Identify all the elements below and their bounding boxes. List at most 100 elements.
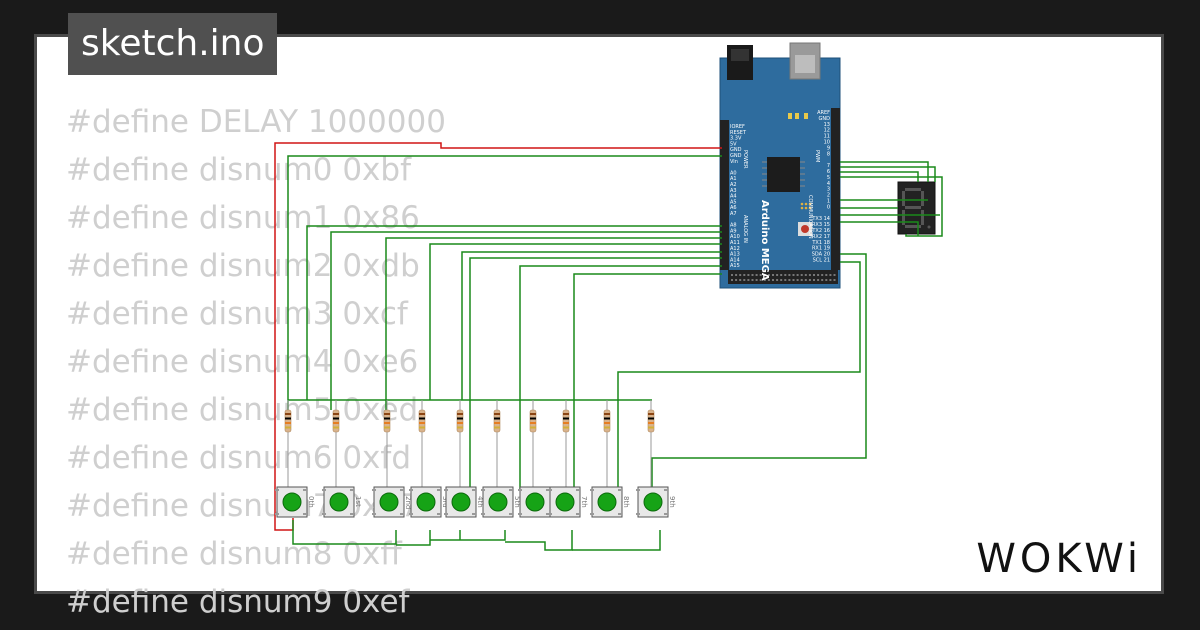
board-pin-label: A1 xyxy=(730,176,737,182)
wire[interactable] xyxy=(461,251,722,400)
board-pin-label: GND xyxy=(730,147,742,153)
wire[interactable] xyxy=(840,171,919,182)
resistor[interactable] xyxy=(383,400,391,490)
wire[interactable] xyxy=(840,176,943,237)
header-pin xyxy=(780,279,783,281)
wire[interactable] xyxy=(651,253,867,490)
resistor[interactable] xyxy=(332,400,340,490)
board-pin-label: A9 xyxy=(730,228,737,234)
header-pin xyxy=(743,274,746,276)
board-pin-label: A14 xyxy=(730,257,740,263)
l-led xyxy=(804,113,808,119)
header-pin xyxy=(731,274,733,276)
board-pin-label: IOREF xyxy=(730,124,745,130)
header-pin xyxy=(780,274,783,276)
wire[interactable] xyxy=(505,530,573,551)
board-pin-label: A12 xyxy=(730,246,740,252)
header-pin xyxy=(833,274,836,276)
header-pin xyxy=(751,279,754,281)
header-pin xyxy=(784,274,787,276)
wire[interactable] xyxy=(429,243,722,400)
header-pin xyxy=(833,279,836,281)
board-pin-label: A13 xyxy=(730,252,740,258)
board-pin-label: A10 xyxy=(730,234,740,240)
header-pin xyxy=(800,274,803,276)
board-pin-label: 3.3V xyxy=(730,136,742,142)
wire-5v[interactable] xyxy=(274,142,722,531)
wire[interactable] xyxy=(430,530,506,541)
code-line: #define disnum3 0xcf xyxy=(66,296,408,332)
right-pin-header xyxy=(831,108,840,270)
button-label: 1st xyxy=(354,496,362,507)
pushbutton-0th[interactable]: 0th xyxy=(275,486,315,518)
pushbutton-9th[interactable]: 9th xyxy=(636,486,676,518)
board-pin-label: Vin xyxy=(730,159,738,165)
header-pin xyxy=(772,274,774,276)
wire[interactable] xyxy=(469,257,722,490)
pushbutton-3rd[interactable]: 3rd xyxy=(409,486,449,518)
wire[interactable] xyxy=(519,265,722,490)
header-pin xyxy=(784,279,787,281)
button-label: 8th xyxy=(622,496,630,508)
pushbutton-4th[interactable]: 4th xyxy=(444,486,484,518)
board-pin-label: A4 xyxy=(730,194,737,200)
pushbutton-2nd[interactable]: 2nd xyxy=(372,486,412,518)
board-pin-label: 1 xyxy=(827,199,830,205)
pushbutton-8th[interactable]: 8th xyxy=(590,486,630,518)
wire[interactable] xyxy=(617,261,861,490)
header-pin xyxy=(796,279,799,281)
header-pin xyxy=(813,279,815,281)
pwm-section-label: PWM xyxy=(814,150,820,162)
pushbutton-5th[interactable]: 5th xyxy=(481,486,521,518)
arduino-mega-board[interactable]: Arduino MEGA POWER ANALOG IN COMMUNICATI… xyxy=(719,42,841,289)
resistor[interactable] xyxy=(418,400,426,490)
tx-led xyxy=(788,113,792,119)
wire[interactable] xyxy=(572,530,661,551)
resistor[interactable] xyxy=(562,400,570,490)
header-pin xyxy=(825,274,828,276)
circuit-diagram: Arduino MEGA POWER ANALOG IN COMMUNICATI… xyxy=(274,42,943,551)
header-pin xyxy=(804,279,807,281)
wire[interactable] xyxy=(292,520,397,545)
wire[interactable] xyxy=(573,273,722,490)
file-name-tab[interactable]: sketch.ino xyxy=(68,13,278,75)
power-section-label: POWER xyxy=(742,150,748,169)
resistor[interactable] xyxy=(456,400,464,490)
header-pin xyxy=(747,279,750,281)
board-pin-label: 3 xyxy=(827,187,830,193)
wire[interactable] xyxy=(330,231,722,410)
board-pin-label: GND xyxy=(730,153,742,159)
board-pin-label: A0 xyxy=(730,170,737,176)
board-pin-label: RX3 15 xyxy=(812,222,830,228)
wire[interactable] xyxy=(840,221,919,236)
wire[interactable] xyxy=(287,155,722,410)
pushbutton-7th[interactable]: 7th xyxy=(548,486,588,518)
seven-segment-display[interactable] xyxy=(897,181,936,235)
resistor[interactable] xyxy=(647,400,655,490)
header-pin xyxy=(792,274,795,276)
code-line: #define disnum5 0xed xyxy=(66,392,419,428)
wire[interactable] xyxy=(840,161,929,182)
header-pin xyxy=(735,279,738,281)
resistor[interactable] xyxy=(529,400,537,490)
header-pin xyxy=(767,279,770,281)
header-pin xyxy=(796,274,799,276)
board-pin-label: 13 xyxy=(824,122,830,128)
wire[interactable] xyxy=(396,530,431,546)
board-pin-label: RX2 17 xyxy=(812,234,830,240)
resistor[interactable] xyxy=(284,400,292,490)
header-pin xyxy=(763,274,766,276)
resistor[interactable] xyxy=(493,400,501,490)
header-pin xyxy=(759,274,762,276)
left-pin-header xyxy=(720,120,729,270)
code-line: #define disnum8 0xff xyxy=(66,536,402,572)
wire[interactable] xyxy=(385,237,722,420)
resistor[interactable] xyxy=(603,400,611,490)
board-pin-label: 0 xyxy=(827,204,830,210)
wire[interactable] xyxy=(840,166,936,182)
board-pin-label: 9 xyxy=(827,145,830,151)
board-pin-label: GND xyxy=(819,116,831,122)
wire[interactable] xyxy=(306,225,722,400)
pushbutton-1st[interactable]: 1st xyxy=(322,486,362,518)
header-pin xyxy=(813,274,815,276)
